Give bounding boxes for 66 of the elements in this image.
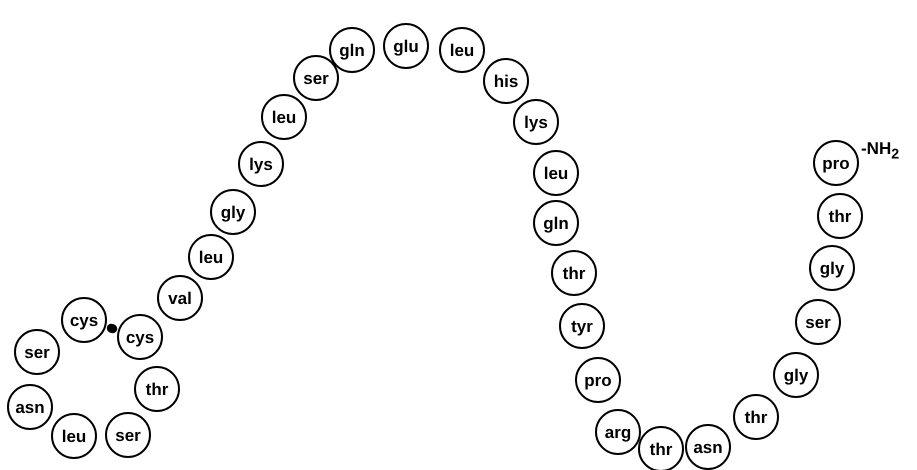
residue-circle — [773, 352, 819, 398]
residue-circle — [14, 329, 60, 375]
residue-label: lys — [524, 114, 548, 130]
residue-label: asn — [15, 398, 45, 416]
residue-circle — [733, 394, 779, 440]
residue-circle — [210, 189, 256, 235]
residue-label: cys — [126, 328, 154, 346]
residue-label: ser — [303, 70, 329, 86]
residue-circle — [559, 303, 605, 349]
residue-circle — [51, 413, 97, 459]
residue-label: leu — [272, 108, 296, 126]
residue-circle — [329, 27, 375, 73]
residue-circle — [188, 234, 234, 280]
residue-label: leu — [544, 164, 568, 182]
residue-circle — [261, 94, 307, 140]
residue-label: val — [168, 290, 192, 306]
residue-circle — [61, 297, 107, 343]
residue-circle — [513, 99, 559, 145]
residue-circle — [817, 193, 863, 239]
residue-label: gly — [220, 204, 246, 220]
residue-label: arg — [604, 424, 632, 440]
residue-circle — [105, 412, 151, 458]
bond-link — [106, 324, 118, 334]
residue-label: tyr — [571, 318, 593, 334]
residue-label: his — [494, 72, 518, 90]
residue-circle — [7, 384, 53, 430]
residue-label: pro — [584, 372, 612, 388]
residue-label: pro — [822, 154, 850, 172]
residue-circle — [551, 250, 597, 296]
residue-label: glu — [393, 38, 419, 54]
residue-label: gln — [543, 214, 569, 232]
residue-circle — [533, 150, 579, 196]
residue-circle — [638, 426, 684, 470]
residue-circle — [383, 23, 429, 69]
residue-circle — [595, 409, 641, 455]
residue-label: thr — [562, 264, 586, 282]
residue-label: asn — [693, 438, 723, 456]
residue-label: ser — [24, 344, 50, 360]
residue-circle — [533, 200, 579, 246]
residue-label: gln — [339, 42, 365, 58]
residue-label: thr — [650, 440, 672, 458]
residue-label: leu — [450, 42, 474, 58]
residue-circle — [575, 357, 621, 403]
residue-label: thr — [744, 408, 768, 426]
terminal-group-label: -NH$_{2}$ — [861, 139, 900, 162]
residue-circle — [439, 27, 485, 73]
residue-label: leu — [62, 428, 86, 444]
residue-circle — [117, 314, 163, 360]
residue-label: gly — [820, 260, 844, 276]
residue-label: gly — [784, 366, 808, 384]
residue-circle — [134, 366, 180, 412]
residue-label: lys — [249, 156, 273, 172]
residue-circle — [685, 424, 731, 470]
residue-circle — [238, 141, 284, 187]
residue-label: ser — [805, 314, 831, 330]
residue-label: cys — [70, 312, 98, 328]
residue-circle — [293, 55, 339, 101]
residue-circle — [813, 140, 859, 186]
residue-circle — [483, 58, 529, 104]
residue-label: leu — [198, 248, 224, 266]
residue-label: thr — [828, 208, 852, 224]
residue-circle — [809, 245, 855, 291]
residue-label: thr — [146, 380, 168, 398]
residue-circle — [795, 299, 841, 345]
residue-label: ser — [115, 426, 141, 444]
residue-circle — [157, 275, 203, 321]
